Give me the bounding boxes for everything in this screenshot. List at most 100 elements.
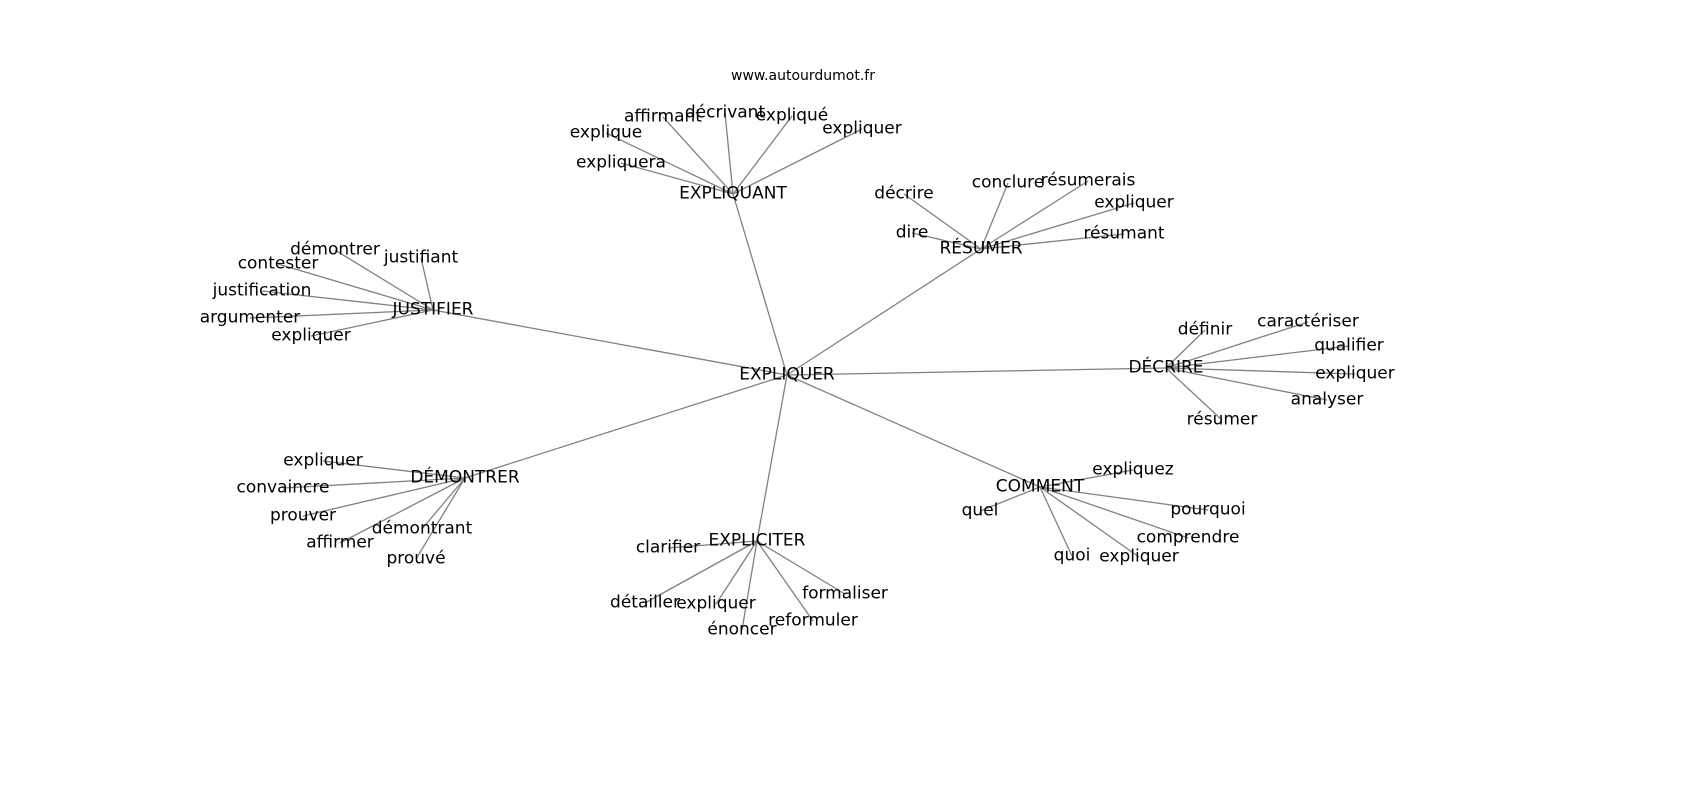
word-node: explique (569, 122, 643, 143)
edge-group-to-word (1039, 486, 1189, 539)
word-node: démontrer (290, 239, 380, 260)
edge-center-to-group (786, 374, 1041, 488)
edge-group-to-word (756, 540, 846, 595)
edge-group-to-word (1039, 469, 1134, 488)
edge-group-to-word (261, 290, 434, 311)
edge-group-to-word (334, 249, 434, 311)
edge-center-to-group (464, 374, 788, 479)
word-node: justification (212, 280, 312, 301)
word-node: résumant (1083, 223, 1165, 244)
word-node: analyser (1290, 389, 1364, 410)
word-node: prouver (269, 505, 337, 526)
edge-group-to-word (1039, 486, 1209, 511)
edge-group-to-word (620, 162, 734, 195)
edge-group-to-word (644, 540, 758, 604)
edge-center-to-group (432, 309, 788, 376)
edge-group-to-word (980, 233, 1125, 250)
word-node: caractériser (1257, 311, 1359, 332)
word-node: conclure (971, 172, 1045, 193)
word-node: énoncer (707, 619, 777, 640)
edge-group-to-word (1039, 486, 1140, 558)
edge-group-to-word (980, 202, 1135, 250)
group-node: RÉSUMER (939, 238, 1023, 259)
word-node: expliquera (576, 152, 666, 173)
edge-group-to-word (756, 540, 814, 622)
word-node: définir (1177, 319, 1233, 340)
edge-group-to-word (421, 477, 466, 530)
word-node: expliqué (755, 105, 829, 126)
center-node: EXPLIQUER (739, 364, 835, 385)
edge-group-to-word (420, 257, 434, 311)
word-node: décrire (874, 183, 934, 204)
edge-group-to-word (980, 180, 1089, 250)
word-node: décrivant (684, 102, 766, 123)
edge-group-to-word (302, 477, 466, 517)
word-node: quoi (1053, 545, 1091, 566)
edge-group-to-word (277, 263, 434, 311)
edge-group-to-word (667, 540, 758, 549)
word-node: expliquer (1315, 363, 1395, 384)
group-node: DÉCRIRE (1128, 357, 1204, 378)
word-node: expliquer (1099, 546, 1179, 567)
edge-group-to-word (1165, 367, 1223, 421)
edge-center-to-group (732, 193, 788, 376)
group-node: COMMENT (995, 476, 1085, 497)
edge-group-to-word (911, 232, 982, 250)
edge-group-to-word (741, 540, 758, 631)
word-node: expliquer (822, 118, 902, 139)
word-node: quel (961, 500, 999, 521)
edge-group-to-word (310, 309, 434, 337)
edge-group-to-word (1165, 321, 1309, 369)
edge-group-to-word (903, 193, 982, 250)
edge-group-to-word (1165, 345, 1350, 369)
word-node: reformuler (768, 610, 858, 631)
word-node: expliquer (283, 450, 363, 471)
word-node: expliquer (1094, 192, 1174, 213)
word-node: pourquoi (1170, 499, 1246, 520)
word-node: clarifier (635, 537, 701, 558)
word-node: expliquez (1092, 459, 1174, 480)
edge-group-to-word (282, 477, 466, 489)
edge-group-to-word (415, 477, 466, 560)
edge-center-to-group (786, 248, 982, 376)
word-node: expliquer (271, 325, 351, 346)
word-node: résumer (1186, 409, 1258, 430)
edge-center-to-group (786, 367, 1167, 376)
word-node: dire (895, 222, 929, 243)
group-node: JUSTIFIER (392, 299, 474, 320)
word-node: qualifier (1314, 335, 1384, 356)
edge-group-to-word (724, 112, 734, 195)
word-node: démontrant (371, 518, 473, 539)
word-node: formaliser (802, 583, 888, 604)
edge-group-to-word (322, 460, 466, 479)
edge-center-to-group (756, 374, 788, 542)
group-node: EXPLICITER (708, 530, 806, 551)
edge-group-to-word (249, 309, 434, 319)
word-node: expliquer (676, 593, 756, 614)
edge-group-to-word (605, 132, 734, 195)
edge-group-to-word (732, 115, 793, 195)
group-node: DÉMONTRER (410, 467, 520, 488)
word-node: convaincre (236, 477, 330, 498)
word-node: justifiant (383, 247, 459, 268)
edge-group-to-word (979, 486, 1041, 512)
word-node: résumerais (1040, 170, 1136, 191)
word-node: affirmer (306, 532, 374, 553)
edge-group-to-word (1165, 367, 1328, 401)
edge-group-to-word (1165, 329, 1206, 369)
word-node: argumenter (199, 307, 301, 328)
word-node: détailler (610, 592, 680, 613)
edge-group-to-word (980, 182, 1009, 250)
edge-group-to-word (1165, 367, 1356, 375)
edge-group-to-word (662, 116, 734, 195)
site-title: www.autourdumot.fr (731, 68, 875, 84)
edge-group-to-word (339, 477, 466, 544)
group-node: EXPLIQUANT (679, 183, 787, 204)
edge-group-to-word (1039, 486, 1073, 557)
edge-group-to-word (732, 128, 863, 195)
word-node: prouvé (386, 548, 446, 569)
edge-group-to-word (715, 540, 758, 605)
word-node: affirmant (624, 106, 702, 127)
